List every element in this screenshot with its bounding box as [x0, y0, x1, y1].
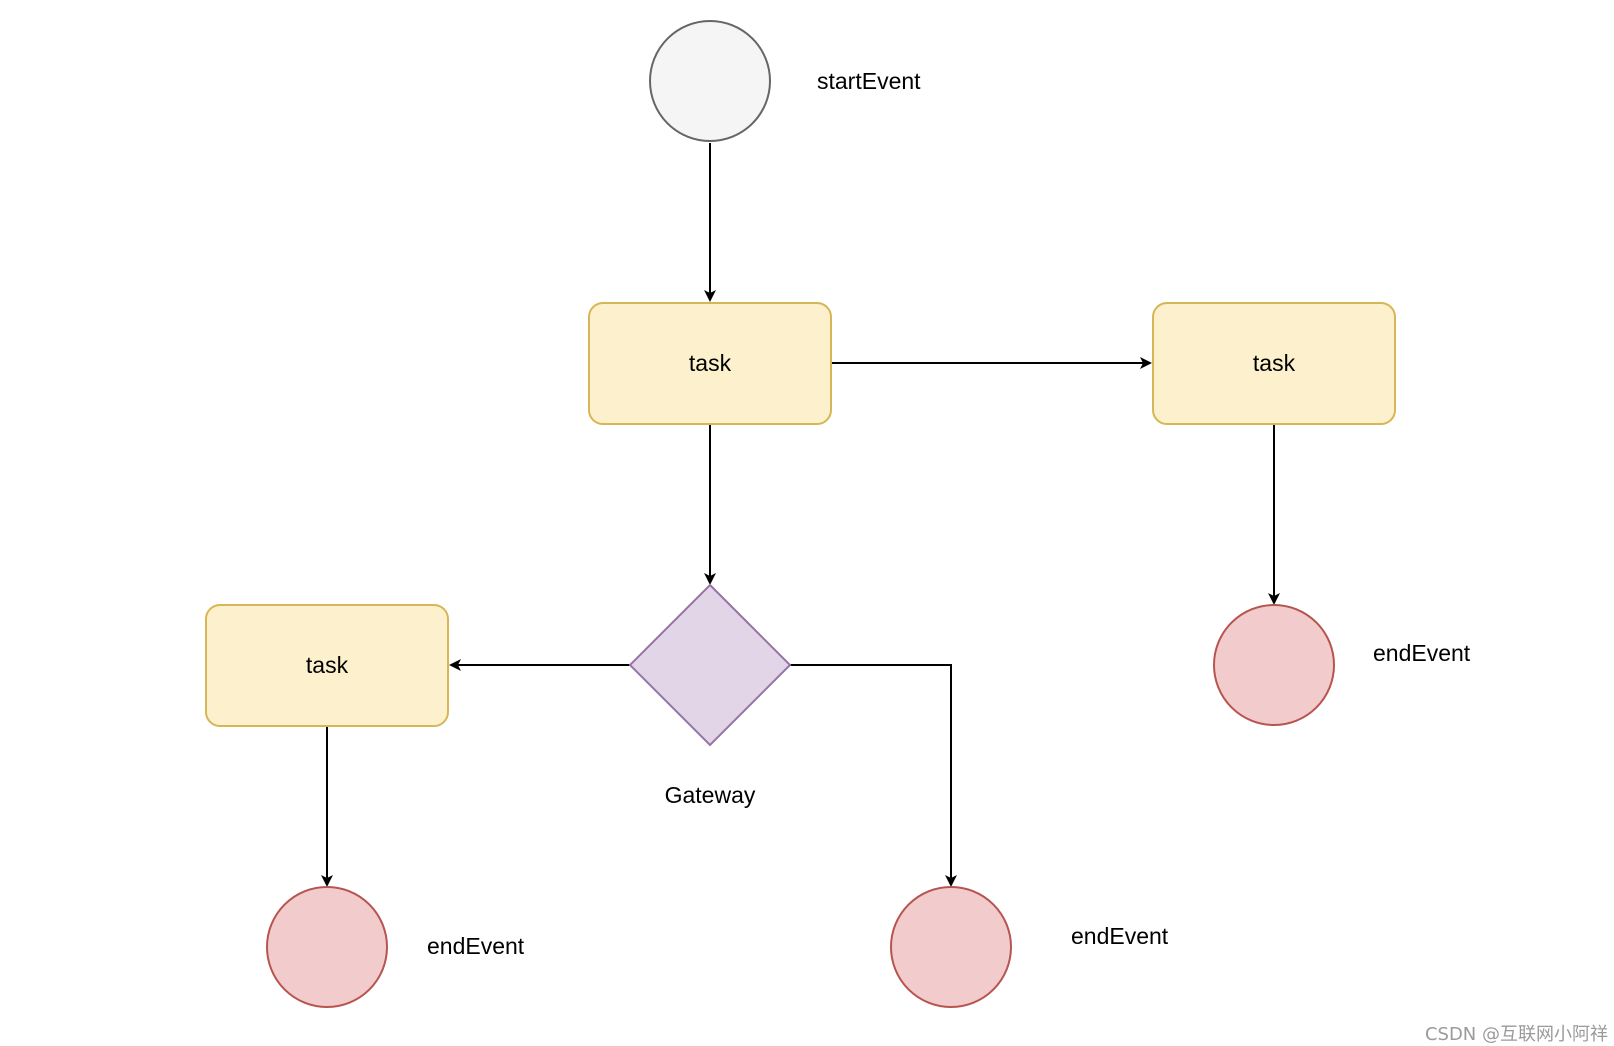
task-right[interactable]: task [1152, 302, 1396, 425]
gateway-label: Gateway [665, 782, 756, 808]
watermark-text: CSDN @互联网小阿祥 [1425, 1024, 1608, 1045]
start-event[interactable] [649, 20, 771, 142]
edge-gateway-to-end-middle[interactable] [790, 664, 957, 887]
end-event-middle[interactable] [890, 886, 1012, 1008]
end-event-right[interactable] [1213, 604, 1335, 726]
start-event-label: startEvent [817, 68, 921, 94]
end-event-middle-label: endEvent [1071, 923, 1169, 949]
end-event-right-label: endEvent [1373, 640, 1471, 666]
task-left[interactable]: task [205, 604, 449, 727]
task-left-label: task [306, 652, 349, 678]
task-right-label: task [1253, 350, 1296, 376]
edges [321, 143, 1280, 887]
end-event-left[interactable] [266, 886, 388, 1008]
task-main-label: task [689, 350, 732, 376]
gateway[interactable] [628, 583, 792, 747]
task-main[interactable]: task [588, 302, 832, 425]
end-event-left-label: endEvent [427, 933, 525, 959]
